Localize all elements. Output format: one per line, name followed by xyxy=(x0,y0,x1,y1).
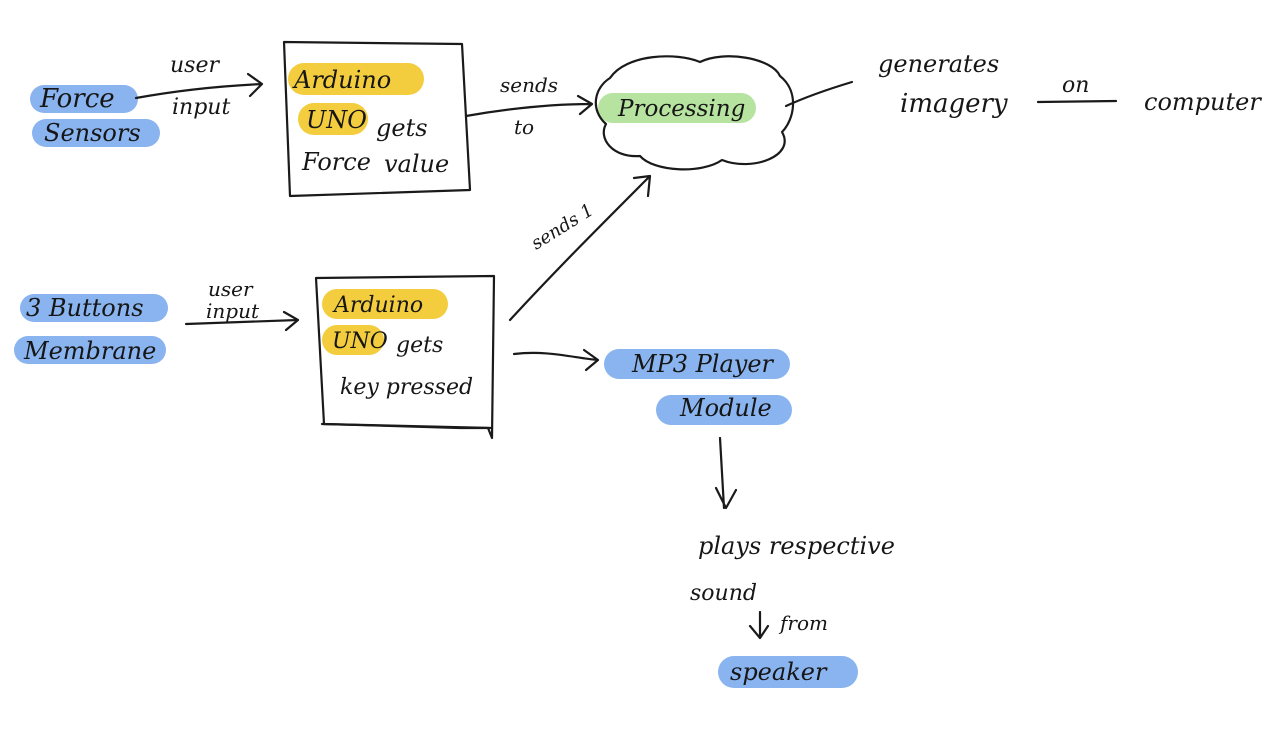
highlight-arduino-1 xyxy=(288,63,424,95)
labels: Force Sensors user input Arduino UNO get… xyxy=(23,50,1262,686)
highlight-processing xyxy=(598,93,756,123)
uno-label-2: UNO xyxy=(332,329,388,354)
highlight-speaker xyxy=(718,656,858,688)
gets-label-1: gets xyxy=(376,114,428,142)
arduino-label-2: Arduino xyxy=(332,293,423,318)
from-label: from xyxy=(778,611,828,635)
mp3-label: MP3 Player xyxy=(631,350,775,378)
membrane-label: Membrane xyxy=(23,337,156,365)
processing-label: Processing xyxy=(617,96,745,122)
key-pressed-label: key pressed xyxy=(340,375,473,400)
line-imagery-to-computer xyxy=(1036,99,1118,104)
arduino-box-bottom-baseline xyxy=(320,422,494,430)
shapes xyxy=(282,40,795,440)
force-value-label-a: Force xyxy=(301,148,371,176)
generates-label: generates xyxy=(878,50,999,78)
arrow-sound-to-speaker xyxy=(748,610,770,640)
sensors-label: Sensors xyxy=(44,119,141,147)
buttons-label: 3 Buttons xyxy=(26,294,144,322)
highlight-buttons xyxy=(20,294,168,322)
imagery-label: imagery xyxy=(900,89,1008,119)
edge-to: to xyxy=(514,115,534,139)
arrow-arduino-to-mp3 xyxy=(512,348,600,372)
highlight-membrane xyxy=(14,336,166,364)
edge-input-1: input xyxy=(172,95,230,120)
edge-input-2: input xyxy=(206,299,260,323)
arrow-arduino-to-processing-2 xyxy=(508,174,652,322)
highlight-arduino-2 xyxy=(322,289,448,319)
on-label: on xyxy=(1062,73,1089,98)
highlight-module xyxy=(656,395,792,425)
uno-label-1: UNO xyxy=(306,106,367,134)
arrow-mp3-to-plays xyxy=(714,436,738,510)
highlight-uno-2 xyxy=(322,325,384,355)
highlights xyxy=(14,63,858,688)
computer-label: computer xyxy=(1144,88,1262,116)
highlight-mp3 xyxy=(604,349,790,379)
arduino-label-1: Arduino xyxy=(292,66,391,94)
edge-user-1: user xyxy=(170,53,220,78)
highlight-uno-1 xyxy=(298,103,368,135)
arrow-arduino-to-processing xyxy=(464,94,594,118)
processing-cloud xyxy=(594,55,795,171)
highlight-sensors xyxy=(32,119,160,147)
connectors xyxy=(134,72,1118,640)
arrow-force-to-arduino xyxy=(134,72,264,100)
edge-sends: sends xyxy=(500,73,558,97)
plays-label: plays respective xyxy=(698,532,895,560)
edge-user-2: user xyxy=(208,277,254,301)
edge-sends-1: sends 1 xyxy=(528,200,598,255)
speaker-label: speaker xyxy=(730,658,828,686)
force-label: Force xyxy=(39,84,115,114)
arrow-buttons-to-arduino xyxy=(184,310,300,332)
gets-label-2: gets xyxy=(396,333,443,358)
force-value-label-b: value xyxy=(384,150,449,178)
line-processing-to-generates xyxy=(784,80,854,108)
module-label: Module xyxy=(679,394,772,422)
highlight-force xyxy=(30,85,138,113)
sound-label: sound xyxy=(690,581,757,606)
arduino-box-top xyxy=(282,40,472,198)
